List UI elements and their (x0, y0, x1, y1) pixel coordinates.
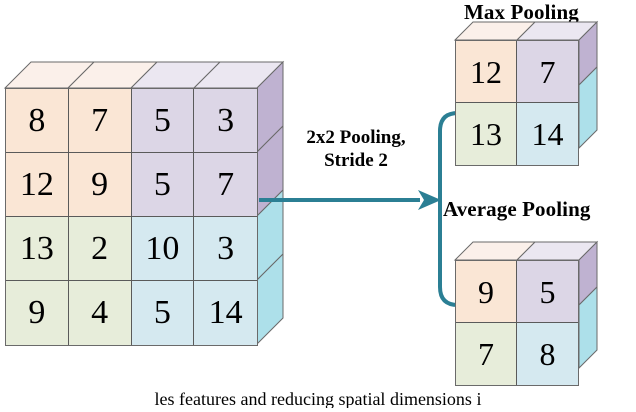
input-cell: 14 (194, 281, 257, 345)
input-cell: 8 (6, 89, 69, 153)
input-cell: 12 (6, 153, 69, 217)
input-cell: 5 (131, 281, 195, 345)
avg-cell: 7 (456, 323, 517, 385)
pooling-operation-label: 2x2 Pooling, Stride 2 (281, 126, 431, 172)
pooling-operation-line2: Stride 2 (324, 150, 388, 172)
average-pooling-grid: 9 5 7 8 (455, 260, 579, 386)
max-cell: 14 (517, 103, 578, 165)
arrow-head (418, 190, 441, 210)
input-cell: 7 (68, 89, 132, 153)
average-pooling-title: Average Pooling (443, 197, 591, 221)
avg-cell: 5 (517, 261, 578, 323)
input-cell: 10 (131, 217, 195, 281)
input-cell: 5 (131, 153, 195, 217)
input-cell: 2 (68, 217, 132, 281)
avg-cell: 9 (456, 261, 517, 323)
input-cell: 4 (68, 281, 132, 345)
input-cell: 7 (194, 153, 257, 217)
max-pooling-title: Max Pooling (464, 0, 579, 24)
max-cell: 12 (456, 41, 517, 103)
input-cell: 3 (194, 217, 257, 281)
max-cell: 13 (456, 103, 517, 165)
figure-caption: les features and reducing spatial dimens… (154, 389, 482, 408)
max-cell: 7 (517, 41, 578, 103)
input-cell: 3 (194, 89, 257, 153)
avg-cell: 8 (517, 323, 578, 385)
bracket-curve (438, 111, 494, 307)
max-pooling-grid: 12 7 13 14 (455, 40, 579, 166)
pooling-operation-line1: 2x2 Pooling, (306, 127, 406, 148)
input-grid: 8 7 5 3 12 9 5 7 13 2 10 3 9 4 5 14 (5, 88, 258, 346)
avg-block-3d-depth (453, 240, 599, 370)
input-cell: 9 (6, 281, 69, 345)
input-cell: 5 (131, 89, 195, 153)
input-cell: 13 (6, 217, 69, 281)
input-cell: 9 (68, 153, 132, 217)
